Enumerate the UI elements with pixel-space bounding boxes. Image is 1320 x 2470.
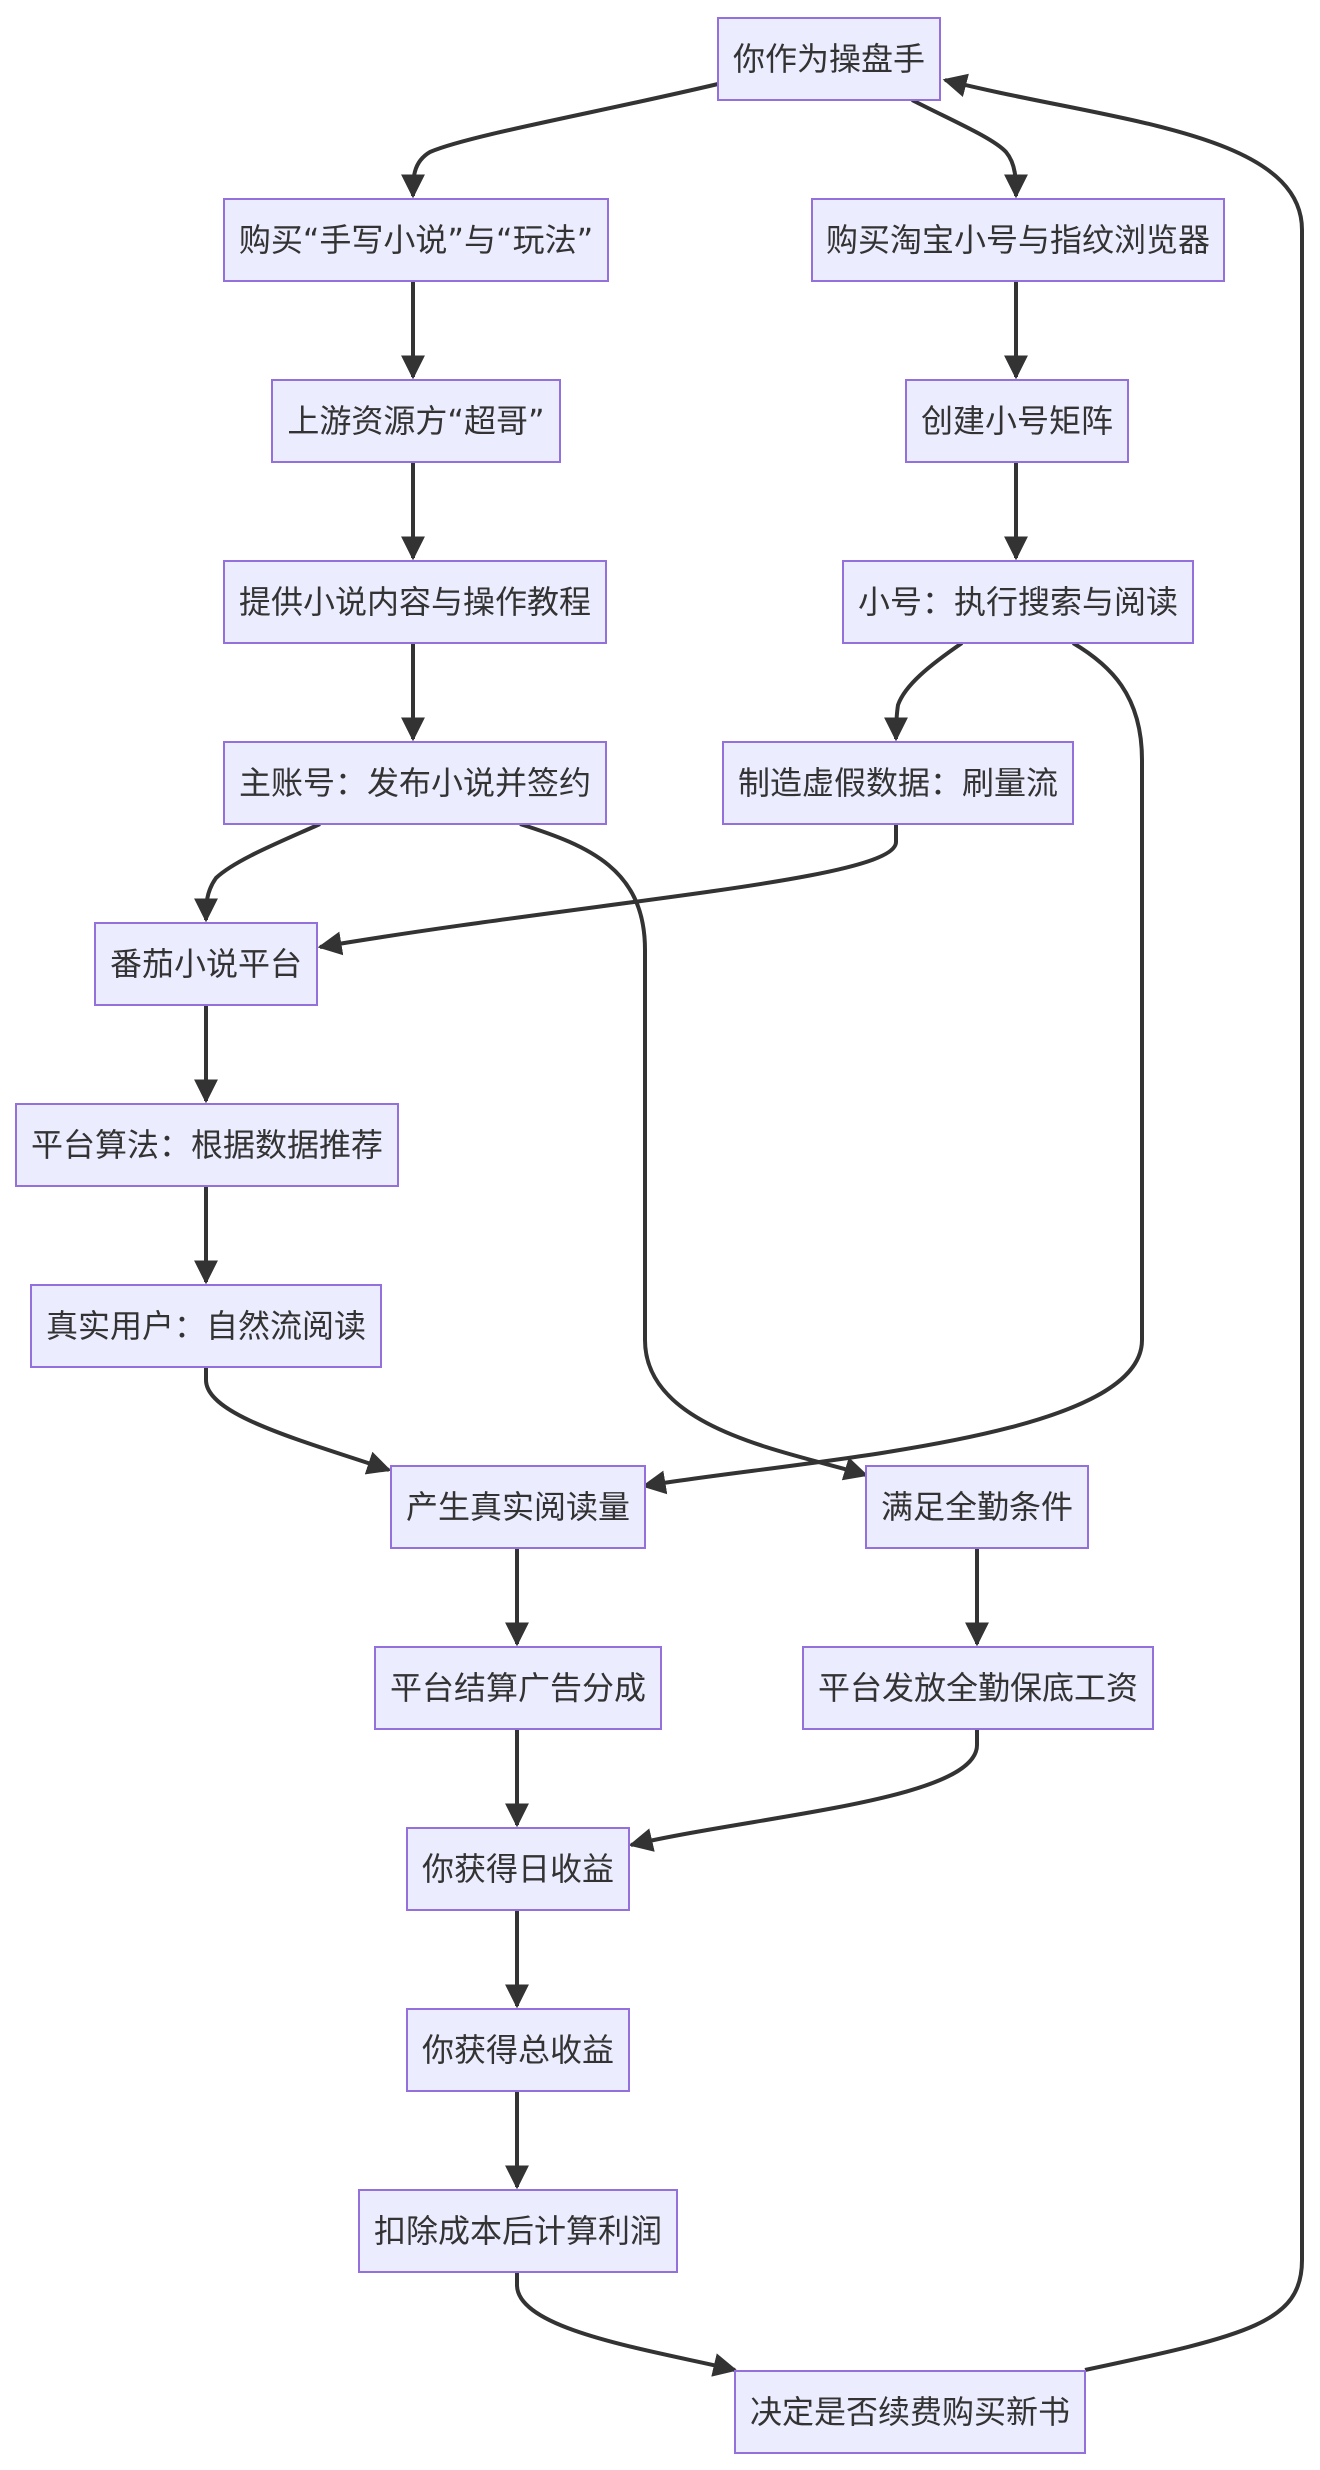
node-attendance: 满足全勤条件 [865, 1465, 1089, 1549]
node-fake-data: 制造虚假数据：刷量流 [722, 741, 1074, 825]
node-real-reads-label: 产生真实阅读量 [406, 1488, 630, 1526]
edge-alt_search-fake_data [884, 641, 964, 742]
node-total-income-label: 你获得总收益 [422, 2031, 614, 2069]
edge-decide-operator [942, 73, 1304, 2372]
node-real-reads: 产生真实阅读量 [390, 1465, 646, 1549]
node-supplier-label: 上游资源方“超哥” [287, 402, 544, 440]
node-decide-label: 决定是否续费购买新书 [750, 2393, 1070, 2431]
node-ad-share: 平台结算广告分成 [374, 1646, 662, 1730]
node-total-income: 你获得总收益 [406, 2008, 630, 2092]
node-supplier: 上游资源方“超哥” [271, 379, 561, 463]
node-operator: 你作为操盘手 [717, 17, 941, 101]
node-guarantee-label: 平台发放全勤保底工资 [818, 1669, 1138, 1707]
edge-operator-buy_accounts [911, 98, 1028, 199]
node-daily-income-label: 你获得日收益 [422, 1850, 614, 1888]
node-platform-label: 番茄小说平台 [110, 945, 302, 983]
node-ad-share-label: 平台结算广告分成 [390, 1669, 646, 1707]
node-profit-label: 扣除成本后计算利润 [374, 2212, 662, 2250]
edge-alt_search-real_reads [641, 641, 1144, 1495]
edge-publish-platform [194, 822, 321, 923]
edge-operator-buy_novel [401, 82, 719, 199]
node-buy-accounts: 购买淘宝小号与指纹浏览器 [811, 198, 1225, 282]
node-buy-novel: 购买“手写小说”与“玩法” [223, 198, 609, 282]
node-publish: 主账号：发布小说并签约 [223, 741, 607, 825]
node-decide: 决定是否续费购买新书 [734, 2370, 1086, 2454]
node-daily-income: 你获得日收益 [406, 1827, 630, 1911]
node-profit: 扣除成本后计算利润 [358, 2189, 678, 2273]
node-alt-search: 小号：执行搜索与阅读 [842, 560, 1194, 644]
node-buy-accounts-label: 购买淘宝小号与指纹浏览器 [826, 221, 1210, 259]
node-publish-label: 主账号：发布小说并签约 [239, 764, 591, 802]
node-guarantee: 平台发放全勤保底工资 [802, 1646, 1154, 1730]
edge-publish-attendance [519, 822, 869, 1481]
node-create-matrix-label: 创建小号矩阵 [921, 402, 1113, 440]
node-buy-novel-label: 购买“手写小说”与“玩法” [239, 221, 593, 259]
node-fake-data-label: 制造虚假数据：刷量流 [738, 764, 1058, 802]
node-algorithm-label: 平台算法：根据数据推荐 [31, 1126, 383, 1164]
node-provide-content-label: 提供小说内容与操作教程 [239, 583, 591, 621]
edge-profit-decide [515, 2272, 738, 2377]
node-platform: 番茄小说平台 [94, 922, 318, 1006]
edge-fake_data-platform [317, 824, 898, 956]
node-algorithm: 平台算法：根据数据推荐 [15, 1103, 399, 1187]
node-create-matrix: 创建小号矩阵 [905, 379, 1129, 463]
node-real-users: 真实用户：自然流阅读 [30, 1284, 382, 1368]
edges [194, 73, 1304, 2377]
node-alt-search-label: 小号：执行搜索与阅读 [858, 583, 1178, 621]
edge-guarantee-daily_income [628, 1729, 979, 1852]
edge-real_users-real_reads [204, 1367, 392, 1475]
node-provide-content: 提供小说内容与操作教程 [223, 560, 607, 644]
node-real-users-label: 真实用户：自然流阅读 [46, 1307, 366, 1345]
node-attendance-label: 满足全勤条件 [881, 1488, 1073, 1526]
nodes: 你作为操盘手 购买“手写小说”与“玩法” 购买淘宝小号与指纹浏览器 上游资源方“… [15, 17, 1225, 2454]
node-operator-label: 你作为操盘手 [733, 40, 925, 78]
